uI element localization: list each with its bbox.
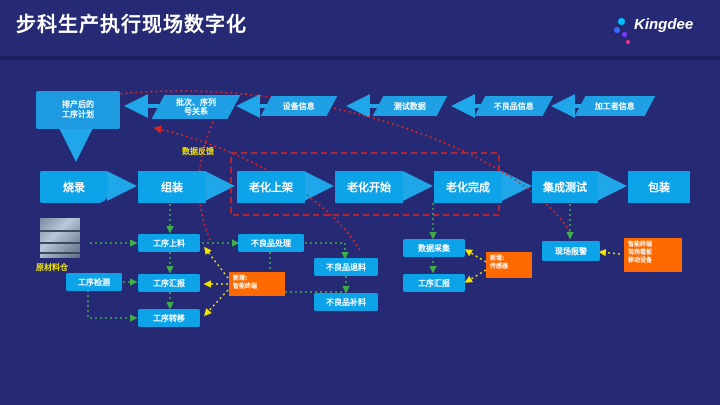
logo-text: Kingdee (634, 16, 694, 33)
op-station-report: 工序汇报 (138, 274, 200, 292)
op-station-transfer: 工序转移 (138, 309, 200, 327)
logo-dot-icon (614, 27, 620, 33)
step-packing: 包装 (628, 171, 690, 203)
input-operator-info-label: 加工者信息 (595, 101, 635, 111)
step-integration-test: 集成测试 (532, 171, 598, 203)
input-test-data: 测试数据 (372, 96, 448, 116)
op-defect-handle: 不良品处理 (238, 234, 304, 252)
page-title: 步科生产执行现场数字化 (16, 12, 247, 36)
input-test-data-label: 测试数据 (394, 101, 426, 111)
step-assembly: 组装 (138, 171, 206, 203)
production-plan-doc: 排产后的 工序计划 (36, 91, 120, 129)
kingdee-logo: Kingdee (612, 12, 712, 44)
warehouse-label: 原材料仓 (36, 263, 68, 272)
tag-new-smart-terminal: 新增: 智能终端 (229, 272, 285, 296)
input-defect-info-label: 不良品信息 (494, 101, 534, 111)
input-batch-serial-label: 批次、序列 号关系 (176, 98, 216, 116)
input-defect-info: 不良品信息 (474, 96, 554, 116)
step-aging-load: 老化上架 (237, 171, 305, 203)
tag-devices: 智能终端 现场看板 移动设备 (624, 238, 682, 272)
input-batch-serial: 批次、序列 号关系 (151, 95, 241, 119)
logo-dot-icon (626, 40, 630, 44)
input-equipment-info: 设备信息 (260, 96, 338, 116)
input-equipment-info-label: 设备信息 (283, 101, 315, 111)
logo-dot-icon (622, 32, 627, 37)
op-defect-return: 不良品退料 (314, 258, 378, 276)
data-feedback-label: 数据反馈 (182, 147, 214, 156)
op-station-inspect: 工序检测 (66, 273, 122, 291)
step-aging-done: 老化完成 (434, 171, 502, 203)
op-data-collect: 数据采集 (403, 239, 465, 257)
op-station-report-2: 工序汇报 (403, 274, 465, 292)
tag-new-sensor: 新增: 传感器 (486, 252, 532, 278)
warehouse-photo (40, 218, 80, 258)
op-site-alarm: 现场报警 (542, 241, 600, 261)
op-station-upload: 工序上料 (138, 234, 200, 252)
op-defect-replenish: 不良品补料 (314, 293, 378, 311)
step-aging-start: 老化开始 (335, 171, 403, 203)
header-divider (0, 56, 720, 60)
logo-dot-icon (618, 18, 625, 25)
input-operator-info: 加工者信息 (574, 96, 656, 116)
step-burn: 烧录 (40, 171, 108, 203)
